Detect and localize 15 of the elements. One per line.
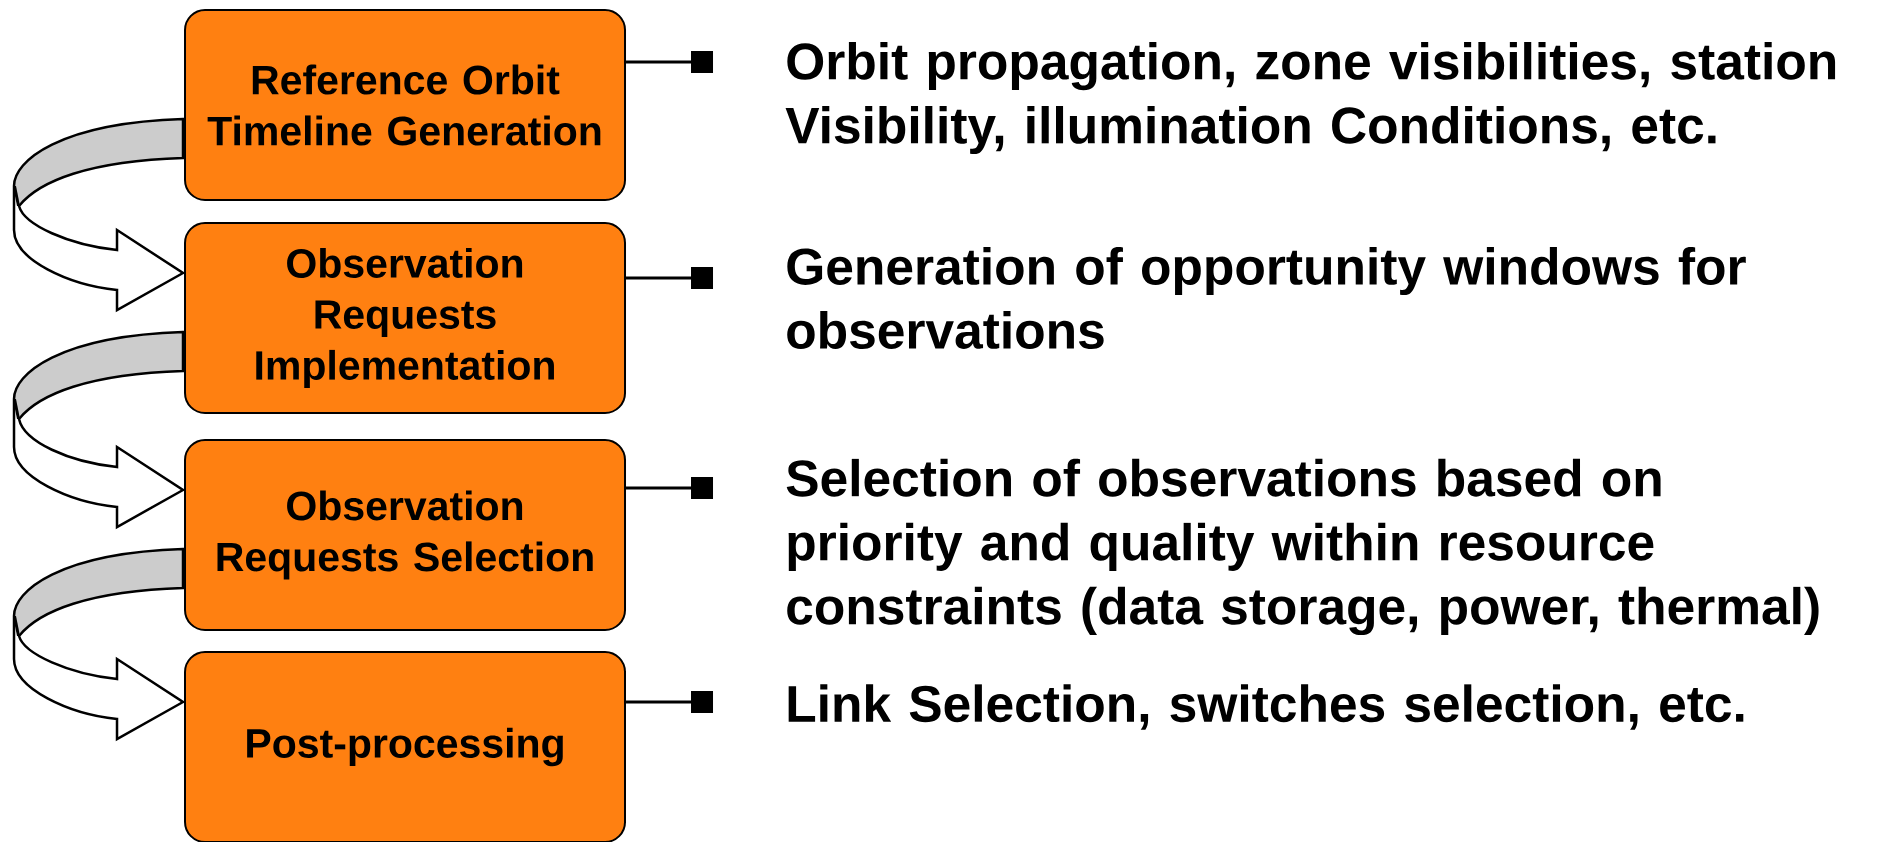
description-text: Link Selection, switches selection, etc. bbox=[788, 684, 1744, 730]
curved-arrow bbox=[12, 117, 185, 312]
description-text: Selection of observations based on priority and quality within resource constraints (data storage, power, thermal) bbox=[786, 458, 1819, 636]
leader-line bbox=[626, 691, 713, 713]
process-box: Observation Requests Implementation bbox=[184, 222, 626, 414]
curved-arrow bbox=[12, 330, 185, 529]
leader-line bbox=[626, 267, 713, 289]
curved-arrow bbox=[12, 547, 185, 741]
leader-line bbox=[626, 477, 713, 499]
description-text: Generation of opportunity windows for observations bbox=[787, 247, 1746, 349]
process-box: Observation Requests Selection bbox=[184, 439, 626, 631]
leader-line bbox=[626, 51, 713, 73]
process-box: Reference Orbit Timeline Generation bbox=[184, 9, 626, 201]
process-box: Post-processing bbox=[184, 651, 626, 842]
description-text: Orbit propagation, zone visibilities, station Visibility, illumination Conditions, etc. bbox=[785, 42, 1836, 154]
